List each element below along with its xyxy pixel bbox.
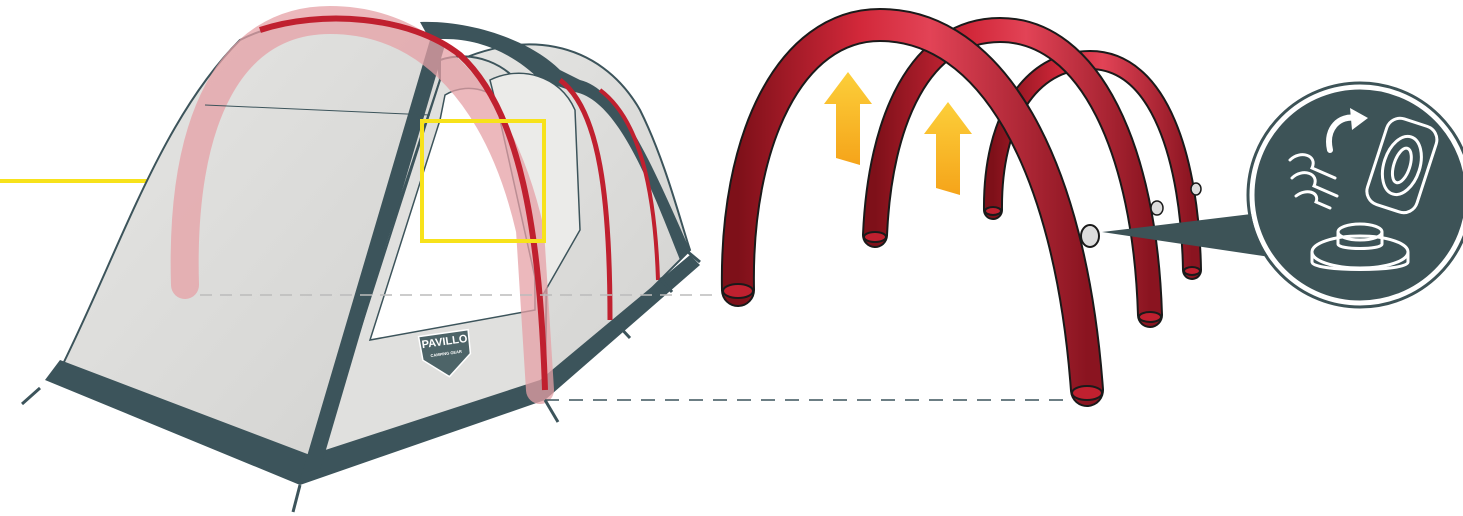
air-beam-end [864,232,886,242]
arrow-up-icon [924,102,972,195]
air-beam-end [723,284,753,298]
air-beams-illustration [723,25,1201,400]
air-beam-end [1139,312,1161,322]
air-valve-icon [1191,183,1201,195]
tent-stake [545,400,558,422]
air-valve-icon [1151,201,1163,215]
air-beam-end [1184,267,1200,275]
air-beam-end [985,207,1001,215]
air-beam-end [1072,386,1102,400]
tent-stake [293,485,300,512]
tent-stake [22,388,40,404]
arrow-up-icon [824,72,872,165]
air-valve-icon [1081,225,1099,247]
